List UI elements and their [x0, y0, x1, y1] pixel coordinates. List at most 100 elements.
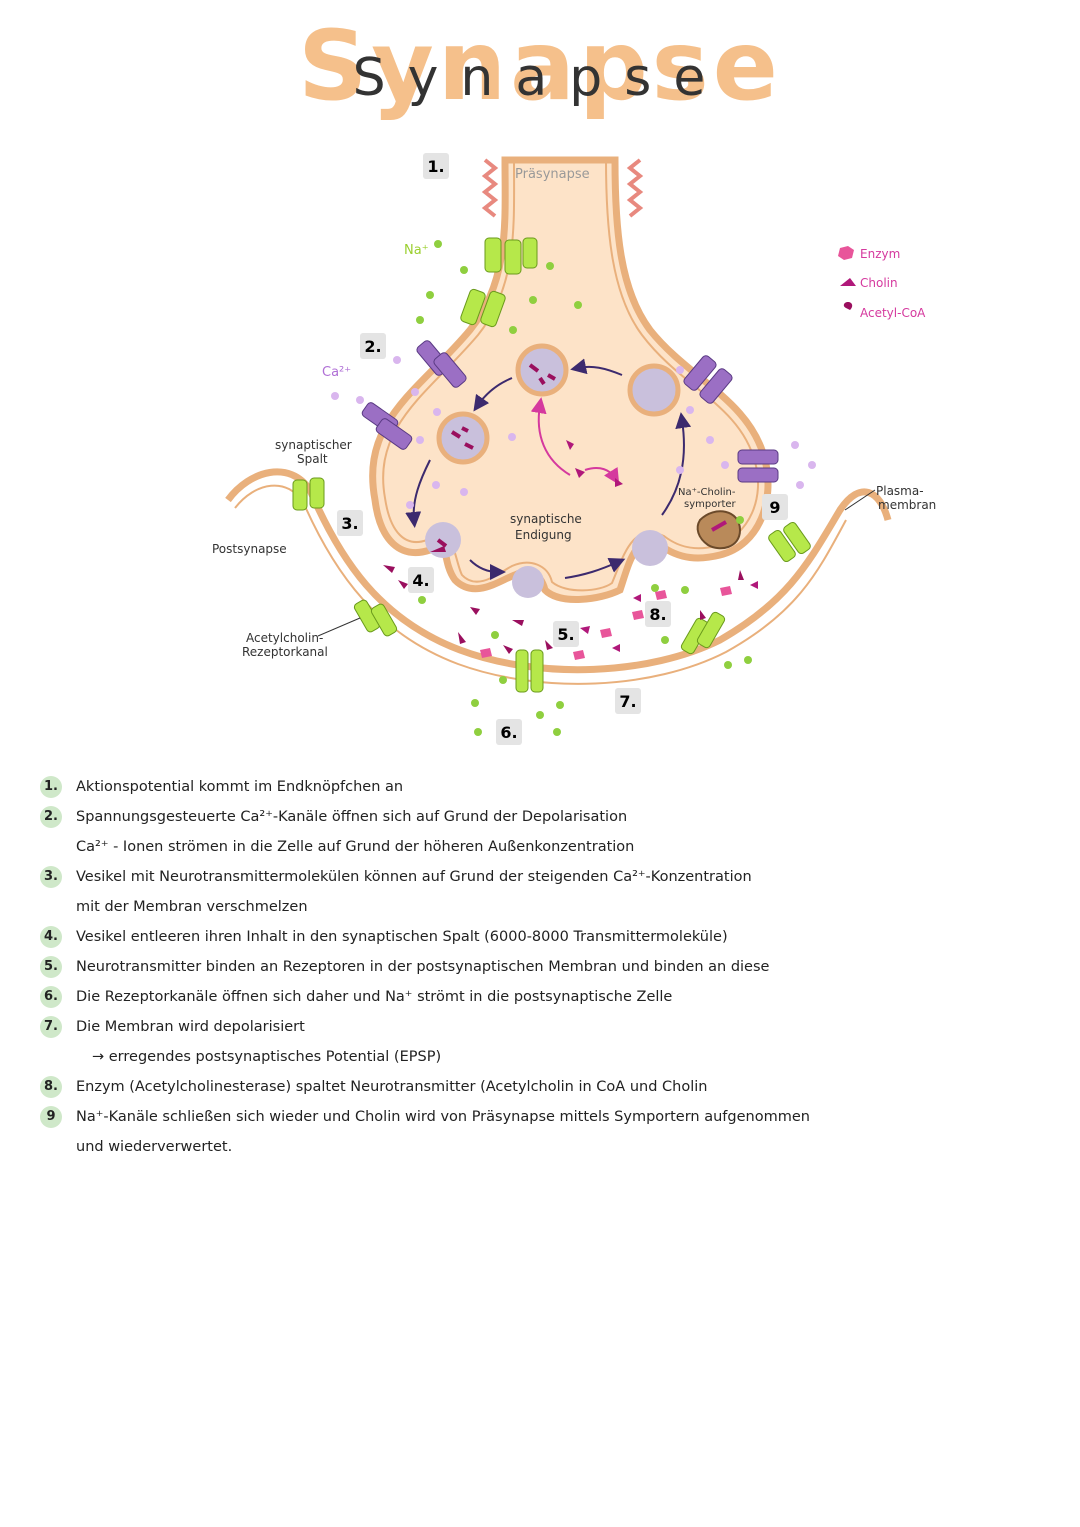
svg-text:5.: 5. — [557, 625, 574, 644]
label-praesynapse: Präsynapse — [515, 167, 590, 182]
svg-text:9: 9 — [769, 498, 780, 517]
vesicle-fusing — [512, 566, 544, 598]
svg-text:3.: 3. — [341, 514, 358, 533]
title-main: Synapse — [298, 10, 782, 122]
svg-text:7.: 7. — [619, 692, 636, 711]
label-synaptische-endigung-2: Endigung — [515, 528, 572, 542]
ca-ions — [331, 356, 816, 509]
step-7-result: → erregendes postsynaptisches Potential … — [40, 1042, 1060, 1072]
step-5: 5. Neurotransmitter binden an Rezeptoren … — [40, 952, 1060, 982]
label-synaptischer-spalt-2: Spalt — [297, 452, 328, 466]
step-number: 7. — [40, 1016, 62, 1038]
label-symporter-1: Na⁺-Cholin- — [678, 487, 736, 498]
step-6: 6.Die Rezeptorkanäle öffnen sich daher u… — [40, 982, 1060, 1012]
title-overlay: Synapse — [352, 48, 728, 108]
step-9-continuation: und wiederverwertet. — [76, 1139, 233, 1155]
step-marker-3: 3. — [337, 510, 363, 536]
cholin-icon — [840, 278, 856, 286]
step-text: Enzym (Acetylcholinesterase) spaltet Neu… — [76, 1079, 708, 1095]
ca-channel — [416, 340, 467, 388]
step-marker-9: 9 — [762, 494, 788, 520]
label-rezeptorkanal-1: Acetylcholin- — [246, 631, 323, 645]
ach-receptor-channel — [353, 599, 398, 637]
step-list: 1. Aktionspotential kommt im Endknöpfchen… — [40, 772, 1060, 1162]
step-number: 1. — [40, 776, 62, 798]
rezeptorkanal-pointer — [317, 617, 361, 637]
ca-channel — [683, 355, 733, 404]
label-synaptische-endigung-1: synaptische — [510, 512, 582, 526]
step-number: 8. — [40, 1076, 62, 1098]
step-text: Die Rezeptorkanäle öffnen sich daher und… — [76, 989, 673, 1005]
vesicle-fusing — [425, 522, 461, 558]
step-text: Neurotransmitter binden an Rezeptoren in… — [76, 959, 770, 975]
vesicle — [627, 363, 681, 417]
ca-channel — [361, 402, 413, 450]
step-text: Vesikel mit Neurotransmittermolekülen kö… — [76, 869, 752, 885]
vesicle — [515, 343, 569, 397]
plasmamembran-pointer — [844, 489, 876, 511]
label-rezeptorkanal-2: Rezeptorkanal — [242, 645, 328, 659]
step-text: Die Membran wird depolarisiert — [76, 1019, 305, 1035]
step-2: 2.Spannungsgesteuerte Ca²⁺-Kanäle öffnen… — [40, 802, 1060, 832]
step-8: 8. Enzym (Acetylcholinesterase) spaltet N… — [40, 1072, 1060, 1102]
terminal-membrane-inner — [382, 159, 760, 592]
svg-text:8.: 8. — [649, 605, 666, 624]
step-marker-1: 1. — [423, 153, 449, 179]
svg-text:Cholin: Cholin — [860, 276, 898, 290]
step-marker-4: 4. — [408, 567, 434, 593]
synapse-diagram: 1. 2. 3. 4. 5. 6. 7. 8. 9 Präsynapse Na⁺… — [212, 153, 936, 745]
svg-text:2.: 2. — [364, 337, 381, 356]
svg-text:6.: 6. — [500, 723, 517, 742]
step-marker-8: 8. — [645, 601, 671, 627]
na-channel — [292, 477, 325, 511]
cycle-arrow — [570, 358, 623, 376]
step-marker-6: 6. — [496, 719, 522, 745]
legend: Enzym Cholin Acetyl-CoA — [838, 246, 926, 320]
label-plasmamembran-1: Plasma- — [876, 484, 924, 498]
legend-item-cholin: Cholin — [840, 276, 898, 290]
ach-receptor-channel — [515, 649, 544, 693]
vesicle-fusing — [632, 530, 668, 566]
step-number: 4. — [40, 926, 62, 948]
step-2-continuation: Ca²⁺ - Ionen strömen in die Zelle auf Gr… — [76, 839, 635, 855]
svg-text:Enzym: Enzym — [860, 247, 900, 261]
axon-wave-right — [626, 158, 644, 218]
svg-text:4.: 4. — [412, 571, 429, 590]
cycle-arrow — [564, 557, 626, 579]
step-text: Aktionspotential kommt im Endknöpfchen a… — [76, 779, 404, 795]
cycle-arrow — [405, 459, 431, 528]
na-channel — [768, 521, 811, 563]
step-3: 3.Vesikel mit Neurotransmittermolekülen … — [40, 862, 1060, 892]
step-text: Na⁺-Kanäle schließen sich wieder und Cho… — [76, 1109, 810, 1125]
ach-receptor-channel — [680, 611, 726, 655]
step-marker-7: 7. — [615, 688, 641, 714]
na-channel — [460, 288, 506, 328]
vesicle — [436, 411, 490, 465]
label-na: Na⁺ — [404, 243, 429, 258]
label-symporter-2: symporter — [684, 499, 737, 510]
svg-text:1.: 1. — [427, 157, 444, 176]
step-number: 9 — [40, 1106, 62, 1128]
cycle-arrow — [473, 377, 513, 412]
step-3-continuation: mit der Membran verschmelzen — [76, 899, 308, 915]
step-text: Vesikel entleeren ihren Inhalt in den sy… — [76, 929, 728, 945]
step-1: 1. Aktionspotential kommt im Endknöpfchen… — [40, 772, 1060, 802]
arrow-right-icon: → — [92, 1049, 109, 1065]
legend-item-acetyl-coa: Acetyl-CoA — [843, 302, 926, 320]
cycle-arrow-pink — [530, 397, 571, 476]
na-channel — [484, 237, 538, 275]
legend-item-enzym: Enzym — [838, 246, 900, 261]
step-7: 7. Die Membran wird depolarisiert — [40, 1012, 1060, 1042]
step-number: 5. — [40, 956, 62, 978]
ca-channel — [737, 449, 779, 483]
label-postsynapse: Postsynapse — [212, 542, 287, 556]
cycle-arrow — [469, 559, 506, 580]
step-marker-2: 2. — [360, 333, 386, 359]
step-text: Spannungsgesteuerte Ca²⁺-Kanäle öffnen s… — [76, 809, 628, 825]
enzyme-icon — [838, 246, 854, 260]
step-4: 4. Vesikel entleeren ihren Inhalt in den … — [40, 922, 1060, 952]
cycle-arrow-pink — [584, 466, 620, 485]
label-ca: Ca²⁺ — [322, 365, 351, 380]
axon-wave-left — [481, 158, 499, 218]
svg-text:Acetyl-CoA: Acetyl-CoA — [860, 306, 926, 320]
